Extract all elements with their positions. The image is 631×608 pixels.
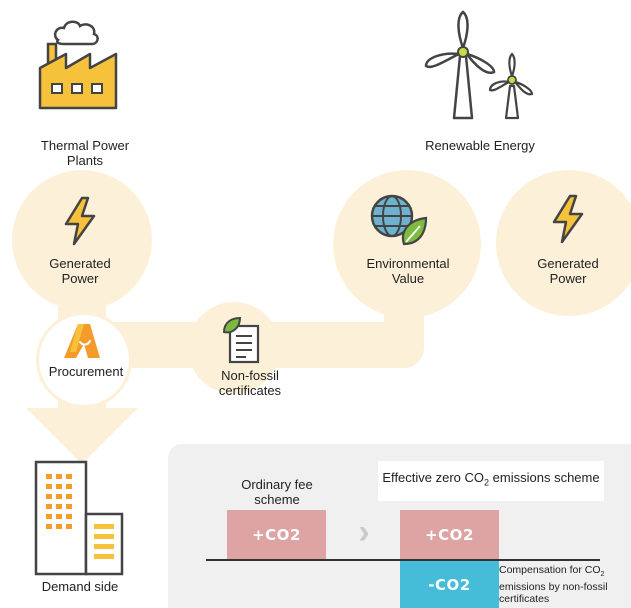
wind-turbine-icon: [424, 10, 534, 120]
demand-side-label: Demand side: [41, 579, 119, 594]
compensation-subscript: 2: [600, 571, 605, 579]
generated-power-right-circle: [496, 170, 631, 316]
globe-leaf-icon: [370, 194, 428, 246]
baseline: [206, 559, 600, 561]
thermal-power-plants-label: Thermal Power Plants: [40, 138, 130, 168]
effective-zero-scheme-box: Effective zero CO2 emissions scheme: [378, 461, 604, 501]
minus-co2-label: -CO2: [428, 575, 471, 594]
effective-zero-scheme-text-end: emissions scheme: [489, 470, 600, 485]
certificate-icon: [222, 316, 260, 364]
generated-power-left-circle: [12, 170, 152, 310]
generated-power-left-label: Generated Power: [49, 256, 111, 286]
environmental-value-label: Environmental Value: [366, 256, 450, 286]
flow-arrow-down: [26, 408, 138, 464]
compensation-text: Compensation for CO: [499, 564, 601, 576]
plus-co2-label: +CO2: [252, 525, 301, 544]
non-fossil-certificates-label: Non-fossil certificates: [218, 368, 282, 398]
transition-arrow: ›: [358, 513, 370, 551]
compensation-text-end: emissions by non-fossil certificates: [499, 581, 608, 606]
procurement-logo-icon: [64, 324, 100, 358]
minus-co2-bar: -CO2: [400, 561, 499, 608]
ordinary-fee-scheme-label: Ordinary fee scheme: [241, 477, 313, 507]
effective-zero-scheme-subscript: 2: [484, 477, 490, 488]
factory-icon: [38, 20, 118, 110]
generated-power-right-label: Generated Power: [537, 256, 599, 286]
plus-co2-bar-ordinary: +CO2: [227, 510, 326, 559]
renewable-energy-label: Renewable Energy: [425, 138, 535, 153]
effective-zero-scheme-text: Effective zero CO: [382, 470, 485, 485]
lightning-icon: [552, 194, 584, 244]
lightning-icon: [64, 196, 96, 246]
compensation-note: Compensation for CO2 emissions by non-fo…: [499, 564, 631, 605]
procurement-label: Procurement: [48, 364, 124, 379]
building-icon: [34, 460, 124, 576]
plus-co2-label: +CO2: [425, 525, 474, 544]
plus-co2-bar-effective: +CO2: [400, 510, 499, 559]
